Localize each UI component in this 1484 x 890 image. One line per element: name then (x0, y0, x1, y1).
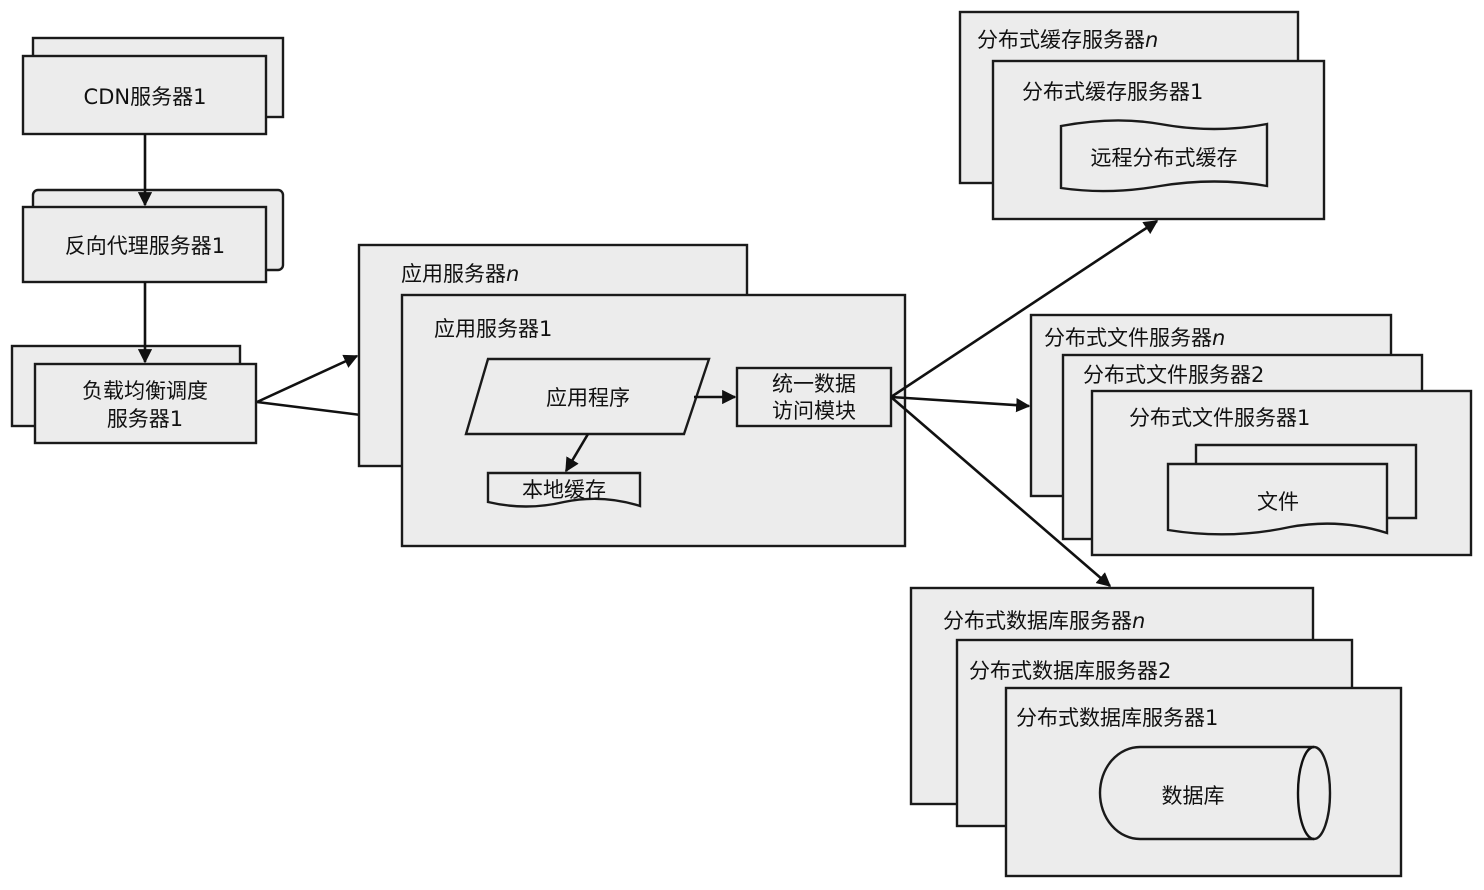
file-label: 文件 (1257, 490, 1299, 514)
db-server-n-text: 分布式数据库服务器 (943, 609, 1132, 633)
file-server-stack: 分布式文件服务器n 分布式文件服务器2 分布式文件服务器1 文件 (1029, 313, 1473, 557)
load-balancer-label-2: 服务器1 (107, 407, 183, 431)
file-server-n-text: 分布式文件服务器 (1044, 326, 1212, 350)
app-server-1-label: 应用服务器1 (434, 317, 552, 341)
local-cache-label: 本地缓存 (522, 478, 606, 502)
db-server-1-label: 分布式数据库服务器1 (1016, 706, 1218, 730)
database-label: 数据库 (1162, 784, 1225, 808)
app-server-n-text: 应用服务器 (401, 262, 506, 286)
remote-cache-shape (1059, 119, 1269, 193)
db-server-2-label: 分布式数据库服务器2 (969, 659, 1171, 683)
reverse-proxy-server-1 (21, 205, 268, 284)
cdn-server-stack: CDN服务器1 (21, 36, 285, 136)
data-access-label-1: 统一数据 (772, 372, 856, 396)
load-balancer-label-1: 负载均衡调度 (82, 379, 208, 403)
cdn-server-1 (21, 54, 268, 136)
database-shape-edge (1296, 745, 1315, 841)
reverse-proxy-label: 反向代理服务器1 (65, 234, 225, 258)
cache-server-1-label: 分布式缓存服务器1 (1022, 80, 1203, 104)
db-server-1 (1004, 686, 1403, 878)
arrow-lb-to-app-n (256, 354, 359, 404)
app-server-stack: 应用服务器n 应用服务器1 应用程序 本地缓存 统一数据 访问模块 (357, 243, 907, 548)
cache-server-n-suffix: n (1145, 28, 1158, 52)
local-cache-shape (486, 471, 642, 508)
cache-server-stack: 分布式缓存服务器n 分布式缓存服务器1 远程分布式缓存 (958, 10, 1326, 221)
db-server-n-label: 分布式数据库服务器n (943, 609, 1145, 633)
cache-server-n-label: 分布式缓存服务器n (977, 28, 1158, 52)
app-program-label: 应用程序 (546, 386, 630, 410)
file-server-n-label: 分布式文件服务器n (1044, 326, 1225, 350)
arrow-program-to-local-cache (564, 433, 590, 473)
load-balancer-server-1 (33, 362, 258, 445)
arrow-access-to-db (890, 396, 1112, 587)
arrow-access-to-file (890, 395, 1031, 413)
app-program-shape (464, 357, 711, 436)
db-server-stack: 分布式数据库服务器n 分布式数据库服务器2 分布式数据库服务器1 数据库 (909, 586, 1403, 878)
arrow-access-to-cache (890, 219, 1159, 399)
db-server-n-suffix: n (1132, 609, 1145, 633)
cache-server-n-text: 分布式缓存服务器 (977, 28, 1145, 52)
file-shape (1166, 462, 1389, 536)
app-server-n-label: 应用服务器n (401, 262, 519, 286)
cdn-server-label: CDN服务器1 (84, 85, 207, 109)
app-server-n-suffix: n (506, 262, 519, 286)
data-access-label-2: 访问模块 (772, 399, 856, 423)
reverse-proxy-stack: 反向代理服务器1 (21, 188, 285, 284)
file-server-2-label: 分布式文件服务器2 (1083, 363, 1264, 387)
remote-cache-label: 远程分布式缓存 (1091, 146, 1238, 170)
load-balancer-stack: 负载均衡调度 服务器1 (10, 344, 258, 445)
file-server-n-suffix: n (1212, 326, 1225, 350)
file-server-1-label: 分布式文件服务器1 (1129, 406, 1310, 430)
